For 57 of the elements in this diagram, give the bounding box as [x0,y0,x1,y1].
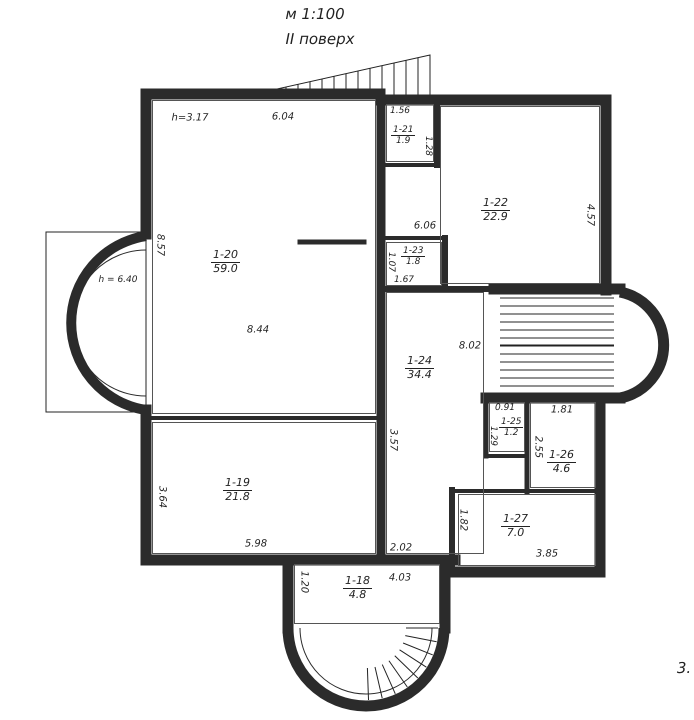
dimension-label: h = 6.40 [98,275,138,285]
room [489,402,525,452]
room-number: 1-18 [343,575,372,589]
room-area: 22.9 [481,210,510,224]
room-area: 1.8 [404,257,422,268]
dimension-label: 1.29 [488,426,498,446]
dimension-label: 1.56 [390,106,410,116]
room [458,494,596,566]
dimension-label: 8.44 [246,324,270,336]
dimension-label: 3.57 [388,428,398,452]
dimension-label: 1.28 [423,136,433,156]
floor-title: ІІ поверх [284,30,356,48]
room-area: 1.2 [502,428,520,439]
room-number: 1-23 [401,246,426,258]
scale-label: 3. [676,659,692,677]
room-area: 1.9 [394,136,412,147]
room-number: 1-20 [211,249,240,263]
dimension-label: h=3.17 [172,112,208,124]
room-number: 1-21 [391,125,416,136]
room [152,100,376,414]
dimension-label: 4.03 [388,572,412,584]
room [530,402,596,488]
room-number: 1-22 [481,197,510,211]
room-area: 4.8 [346,588,368,602]
room-number: 1-26 [547,449,576,463]
room-area: 7.0 [504,526,526,540]
room-number: 1-27 [501,513,530,527]
room-number: 1-24 [405,355,434,369]
scale-label: м 1:100 [285,5,345,23]
dimension-label: 2.02 [390,542,412,554]
room [386,242,442,286]
dimension-label: 1.82 [458,508,468,532]
dimension-label: 2.55 [532,436,544,458]
room [152,422,376,554]
dimension-label: 3.85 [536,548,558,560]
dimension-label: 5.98 [244,538,268,550]
dimension-label: 0.91 [494,403,516,413]
room-area: 4.6 [550,462,572,476]
room-number: 1-19 [223,477,252,491]
dimension-label: 1.07 [386,252,396,272]
dimension-label: 3.64 [156,486,168,508]
dimension-label: 8.57 [154,234,166,256]
room-area: 21.8 [223,490,252,504]
dimension-label: 1.67 [394,275,414,285]
dimension-label: 1.81 [550,404,574,416]
dimension-label: 4.57 [584,204,596,226]
room [294,564,440,624]
dimension-label: 1.20 [298,570,310,594]
room-area: 34.4 [405,368,434,382]
room [386,104,434,162]
room [386,292,484,554]
dimension-label: 6.04 [272,112,294,122]
room [440,106,600,284]
dimension-label: 8.02 [458,340,482,352]
room-area: 59.0 [211,262,240,276]
dimension-label: 6.06 [414,220,436,232]
room-number: 1-25 [499,417,524,428]
